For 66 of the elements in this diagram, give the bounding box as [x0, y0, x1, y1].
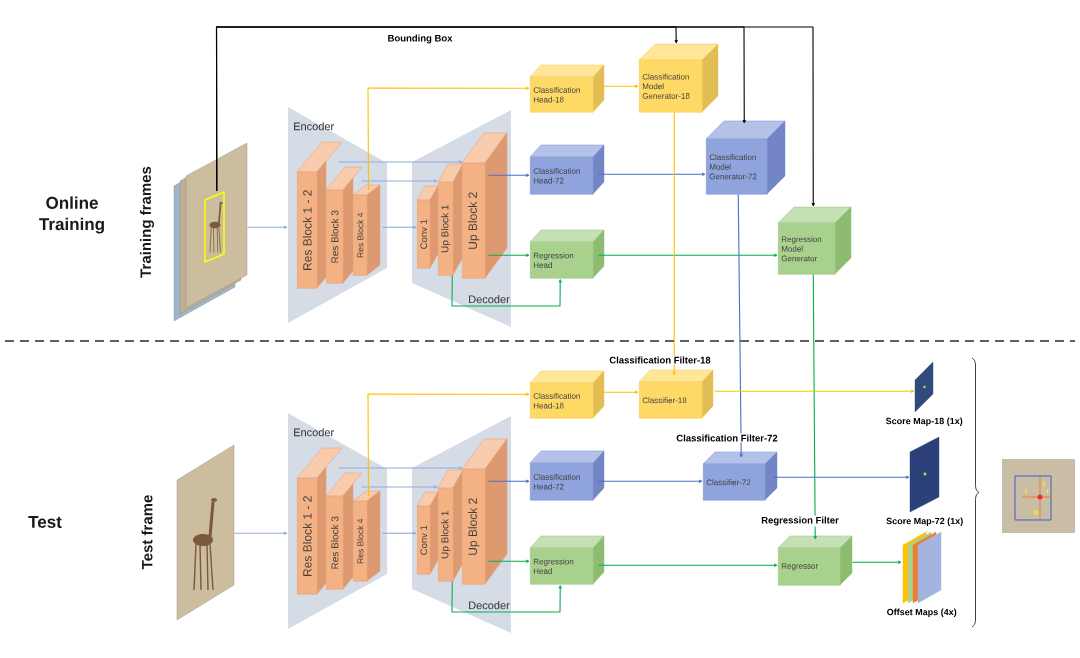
- arrow: [597, 390, 639, 394]
- module-cube: Classification Head-18: [529, 370, 605, 419]
- test-frame-image: [176, 444, 235, 621]
- arrow: [851, 560, 902, 564]
- node-label: Res Block 4: [357, 518, 364, 564]
- arrow: [597, 479, 703, 483]
- node-label: Up Block 2: [468, 192, 480, 249]
- module-cube: Classification Model Generator-72: [705, 120, 786, 195]
- arrow: [597, 253, 778, 257]
- layer-block: Res Block 4: [352, 184, 381, 276]
- arrow: [246, 225, 288, 229]
- training-frames-stack: [173, 142, 248, 322]
- edge-label: Classification Filter-72: [675, 433, 779, 443]
- arrow: [367, 392, 530, 497]
- arrow: [451, 274, 562, 307]
- arrow: [772, 475, 910, 479]
- module-cube: Regression Head: [529, 535, 605, 585]
- arrow: [381, 531, 417, 535]
- edge-label: Bounding Box: [386, 33, 454, 45]
- arrow: [451, 580, 562, 613]
- arrow: [367, 86, 530, 191]
- layer-block: Up Block 2: [461, 438, 508, 585]
- module-cube: Classifier-18: [638, 369, 714, 419]
- module-cube: Regression Head: [529, 229, 605, 279]
- layer-block: Up Block 2: [461, 132, 508, 279]
- map-caption: Score Map-72 (1x): [886, 517, 963, 526]
- arrow: [487, 559, 530, 563]
- arrow: [381, 225, 417, 229]
- section-title: Test: [28, 516, 62, 528]
- map-caption: Score Map-18 (1x): [885, 417, 963, 426]
- arrow: [337, 160, 463, 164]
- arrow: [672, 111, 676, 376]
- module-cube: Classification Head-72: [529, 450, 605, 501]
- arrow: [713, 389, 915, 393]
- layer-block: Res Block 4: [352, 490, 381, 582]
- layer-block: Conv 1: [416, 185, 439, 269]
- arrow: [360, 485, 438, 489]
- arrow: [812, 273, 817, 540]
- arrow: [487, 253, 530, 257]
- map-caption: Offset Maps (4x): [887, 608, 957, 617]
- layer-block: Conv 1: [416, 491, 439, 575]
- arrow: [737, 193, 743, 458]
- edge-label: Classification Filter-18: [608, 355, 712, 365]
- module-cube: Regression Model Generator: [777, 206, 852, 275]
- layer-block: Up Block 1: [437, 163, 464, 276]
- arrow: [597, 84, 639, 88]
- rotated-label: Test frame: [141, 495, 153, 570]
- module-cube: Classifier-72: [702, 451, 778, 501]
- layer-block: Up Block 1: [437, 469, 464, 582]
- edge-label: Regression Filter: [760, 515, 840, 527]
- arrow: [597, 563, 778, 567]
- arrow: [487, 479, 530, 483]
- arrow: [597, 172, 706, 176]
- node-label: Res Block 4: [357, 212, 364, 258]
- module-cube: Classification Model Generator-18: [638, 43, 719, 113]
- rotated-label: Training frames: [140, 166, 155, 278]
- arrow: [337, 466, 463, 470]
- arrow: [233, 531, 288, 535]
- module-cube: Classification Head-18: [529, 64, 605, 113]
- node-label: Up Block 2: [468, 498, 480, 555]
- section-title: Online Training: [39, 196, 104, 234]
- arrow: [487, 173, 530, 177]
- arrow: [360, 179, 438, 183]
- module-cube: Classification Head-72: [529, 144, 605, 195]
- module-cube: Regressor: [777, 535, 853, 586]
- arrow: [215, 26, 815, 207]
